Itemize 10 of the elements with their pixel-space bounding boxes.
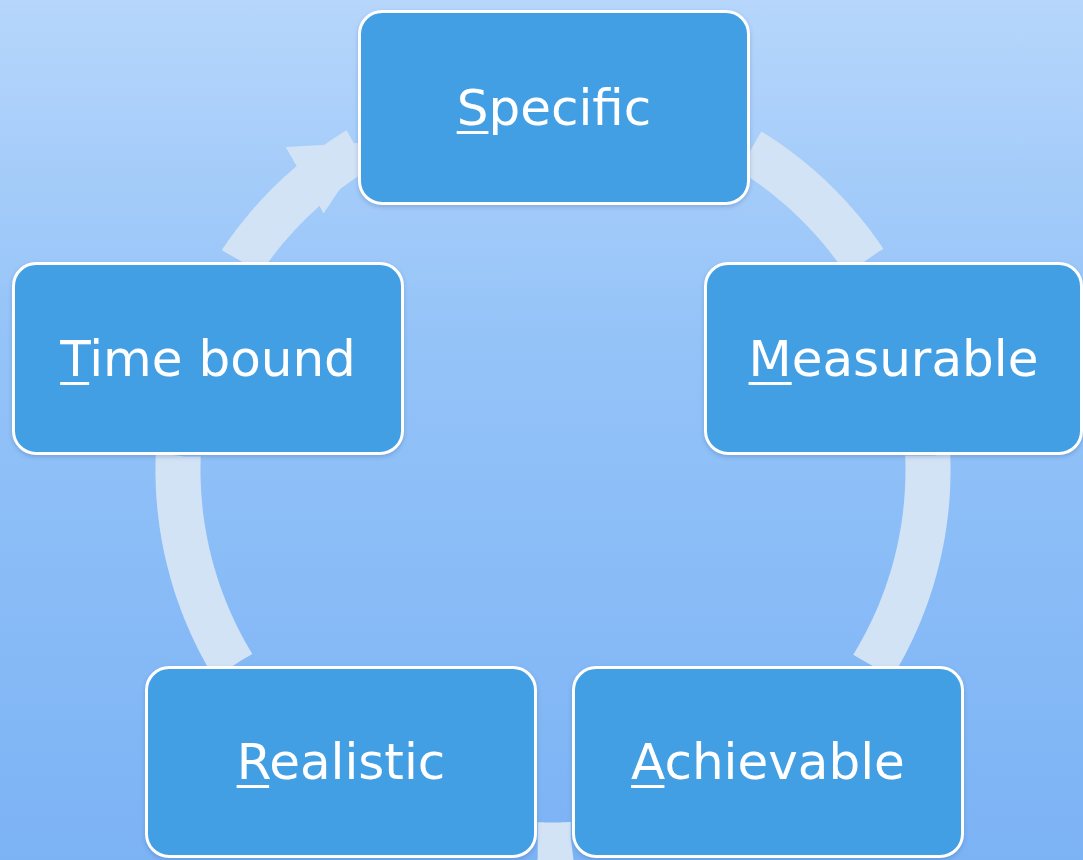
process-box	[12, 262, 404, 455]
box-label: Specific	[456, 78, 652, 137]
process-box	[358, 10, 750, 205]
box-label: Measurable	[748, 329, 1039, 388]
box-label: Achievable	[631, 733, 905, 791]
process-box	[572, 666, 964, 858]
process-box	[704, 262, 1083, 455]
box-label: Realistic	[236, 733, 446, 791]
process-box	[145, 666, 537, 858]
box-label: Time bound	[60, 329, 356, 388]
